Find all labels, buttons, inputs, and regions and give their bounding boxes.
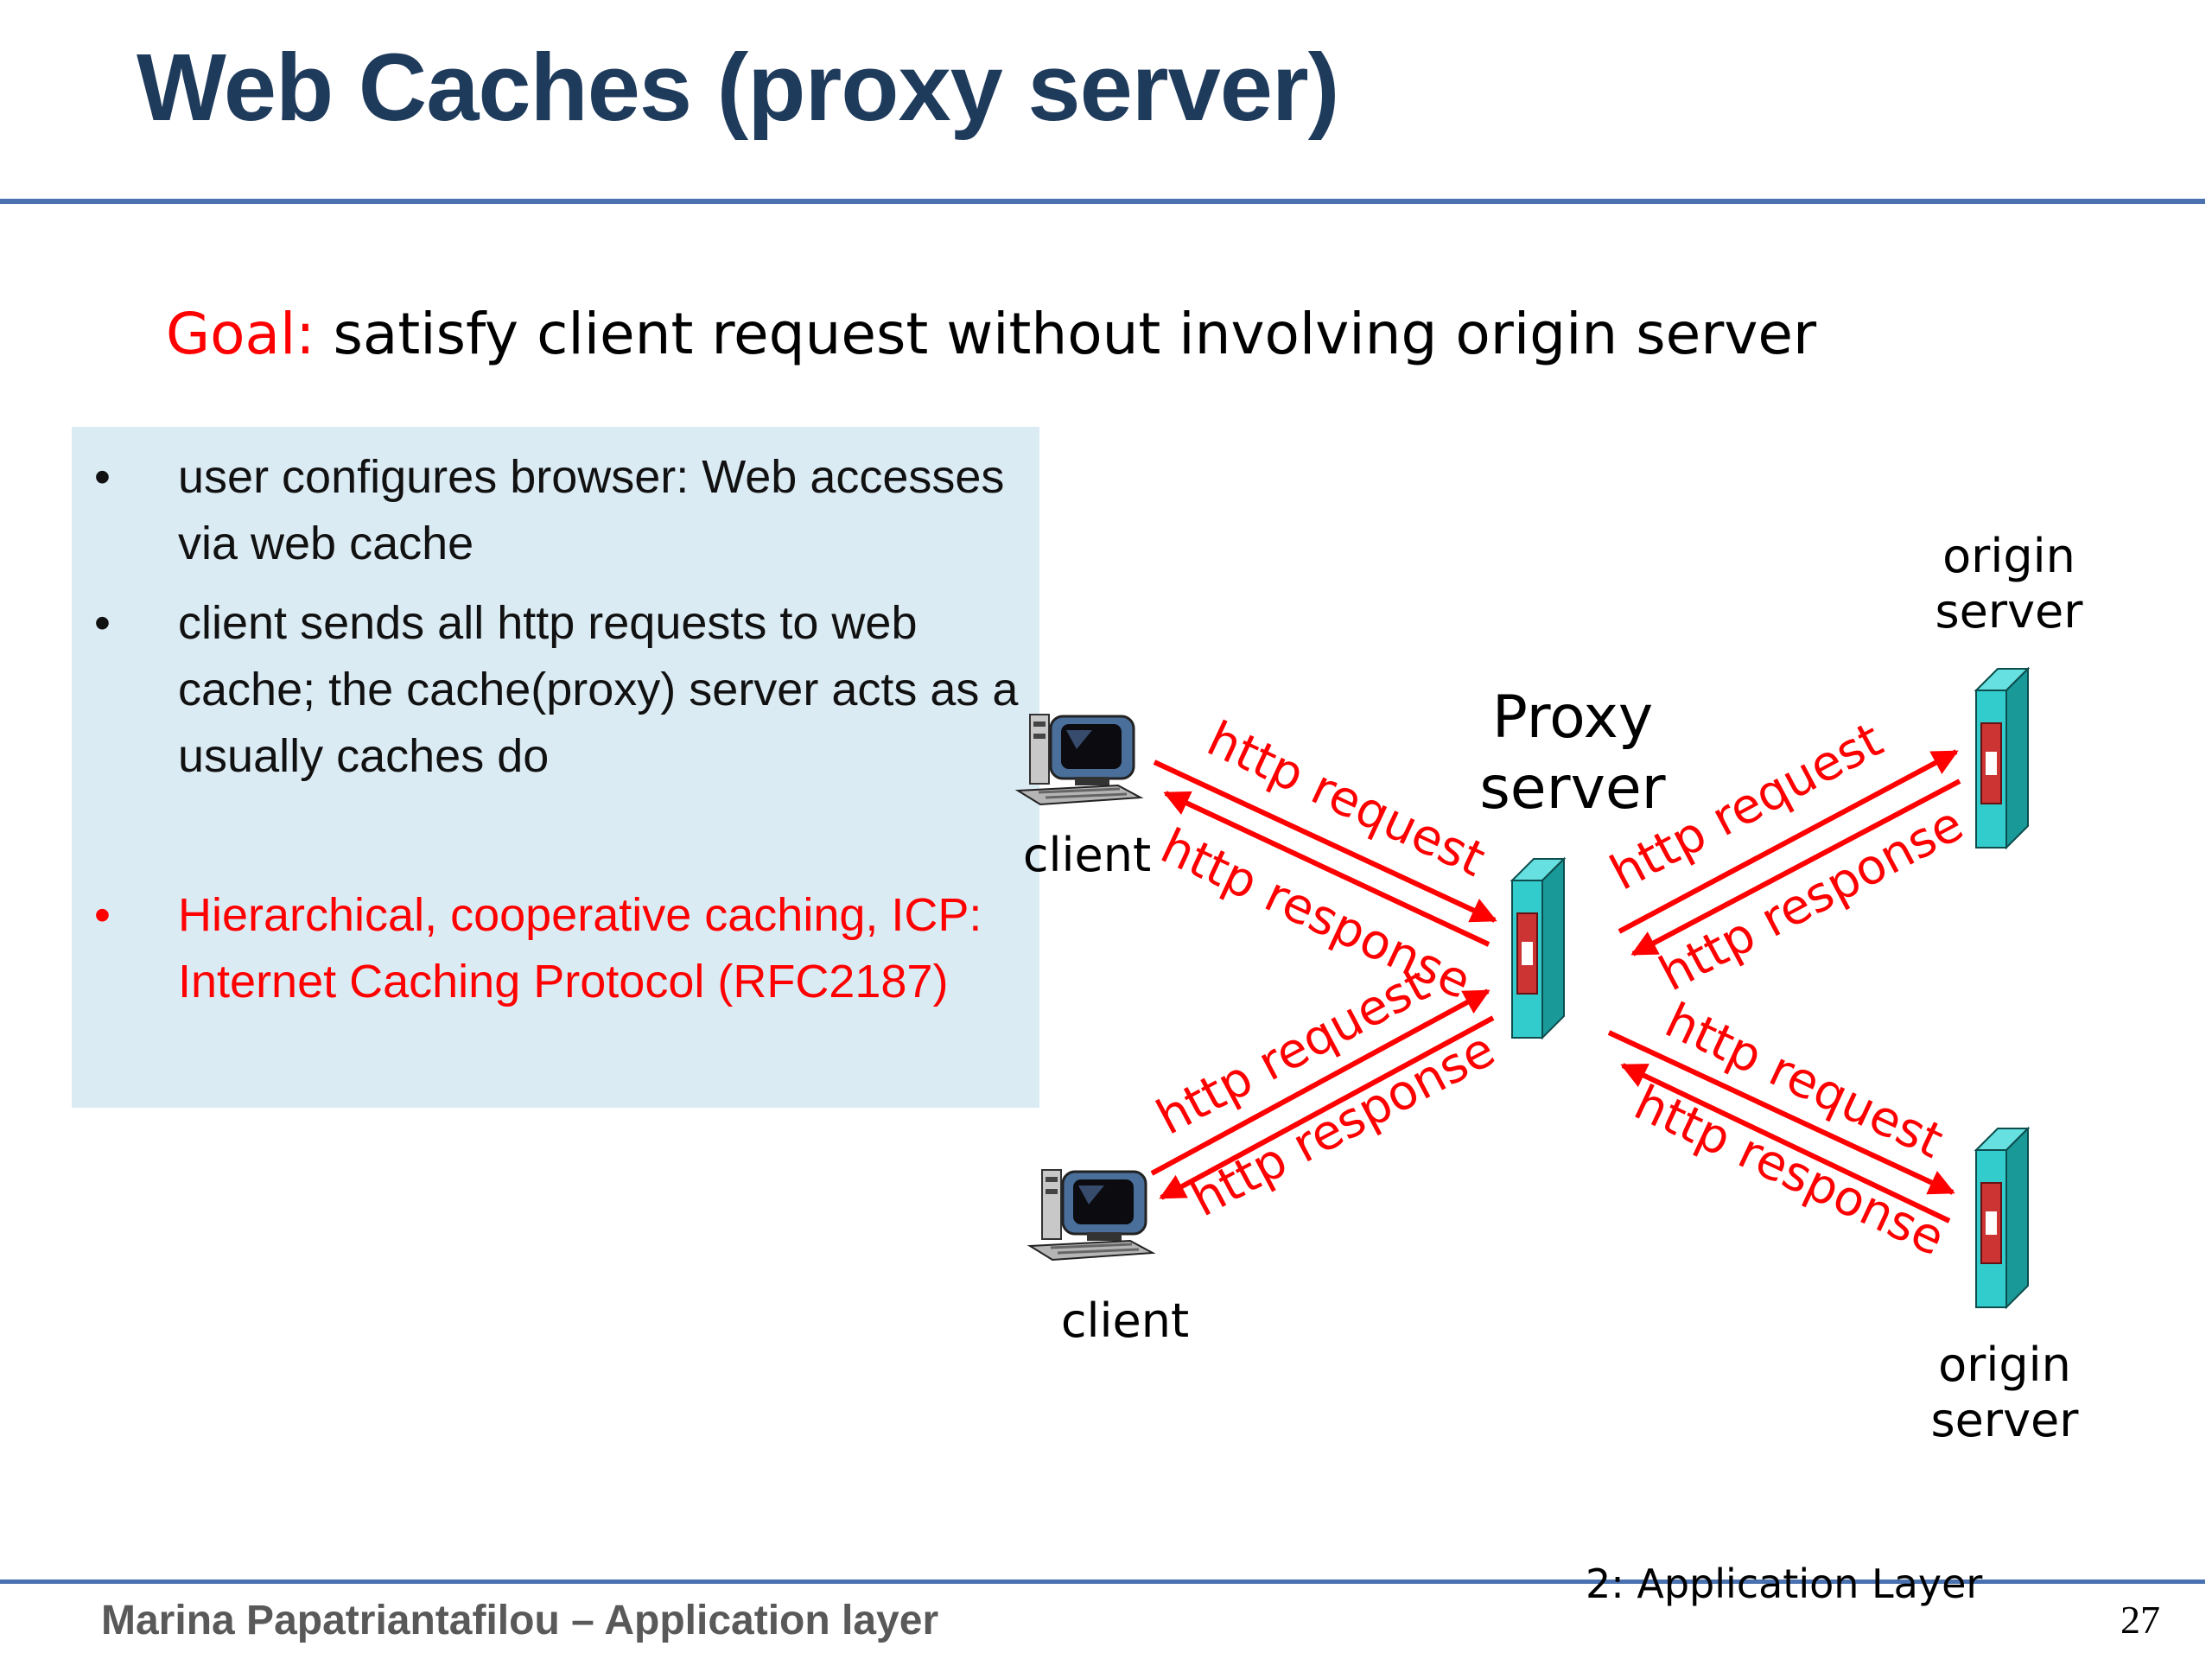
footer-chapter: 2: Application Layer xyxy=(1586,1560,1983,1607)
page-number: 27 xyxy=(2120,1598,2160,1642)
client-computer-icon xyxy=(1016,713,1142,806)
request-arrow xyxy=(1607,1030,1955,1195)
response-arrow xyxy=(1620,1063,1951,1224)
bullet-panel: • user configures browser: Web accesses … xyxy=(72,427,1039,1108)
title-divider xyxy=(0,199,2205,204)
bullet-marker: • xyxy=(94,597,111,649)
origin-server-icon xyxy=(1975,668,2029,849)
request-arrow xyxy=(1150,988,1491,1176)
footer-divider xyxy=(0,1580,2205,1584)
bullet-text: client sends all http requests to web ca… xyxy=(178,597,1019,782)
slide-title: Web Caches (proxy server) xyxy=(137,35,1339,141)
bullet-marker: • xyxy=(94,889,111,941)
goal-statement: Goal: satisfy client request without inv… xyxy=(166,301,1816,367)
origin-server-label: origin server xyxy=(1935,529,2083,639)
origin-server-label: origin server xyxy=(1930,1338,2079,1447)
client-computer-icon xyxy=(1028,1168,1154,1262)
footer-author: Marina Papatriantafilou – Application la… xyxy=(101,1598,939,1643)
proxy-server-icon xyxy=(1511,858,1565,1039)
goal-label: Goal: xyxy=(166,301,315,367)
bullet-text: Hierarchical, cooperative caching, ICP: … xyxy=(178,889,982,1007)
client-label: client xyxy=(1060,1294,1190,1348)
request-arrow xyxy=(1618,749,1959,934)
proxy-server-label: Proxy server xyxy=(1479,683,1666,823)
client-label: client xyxy=(1022,828,1152,882)
response-arrow xyxy=(1630,779,1961,957)
goal-text: satisfy client request without involving… xyxy=(315,301,1817,367)
response-arrow xyxy=(1159,1015,1495,1200)
bullet-text: user configures browser: Web accesses vi… xyxy=(178,451,1005,569)
request-arrow xyxy=(1153,760,1497,923)
origin-server-icon xyxy=(1975,1128,2029,1308)
response-arrow xyxy=(1163,791,1491,947)
bullet-marker: • xyxy=(94,451,111,503)
